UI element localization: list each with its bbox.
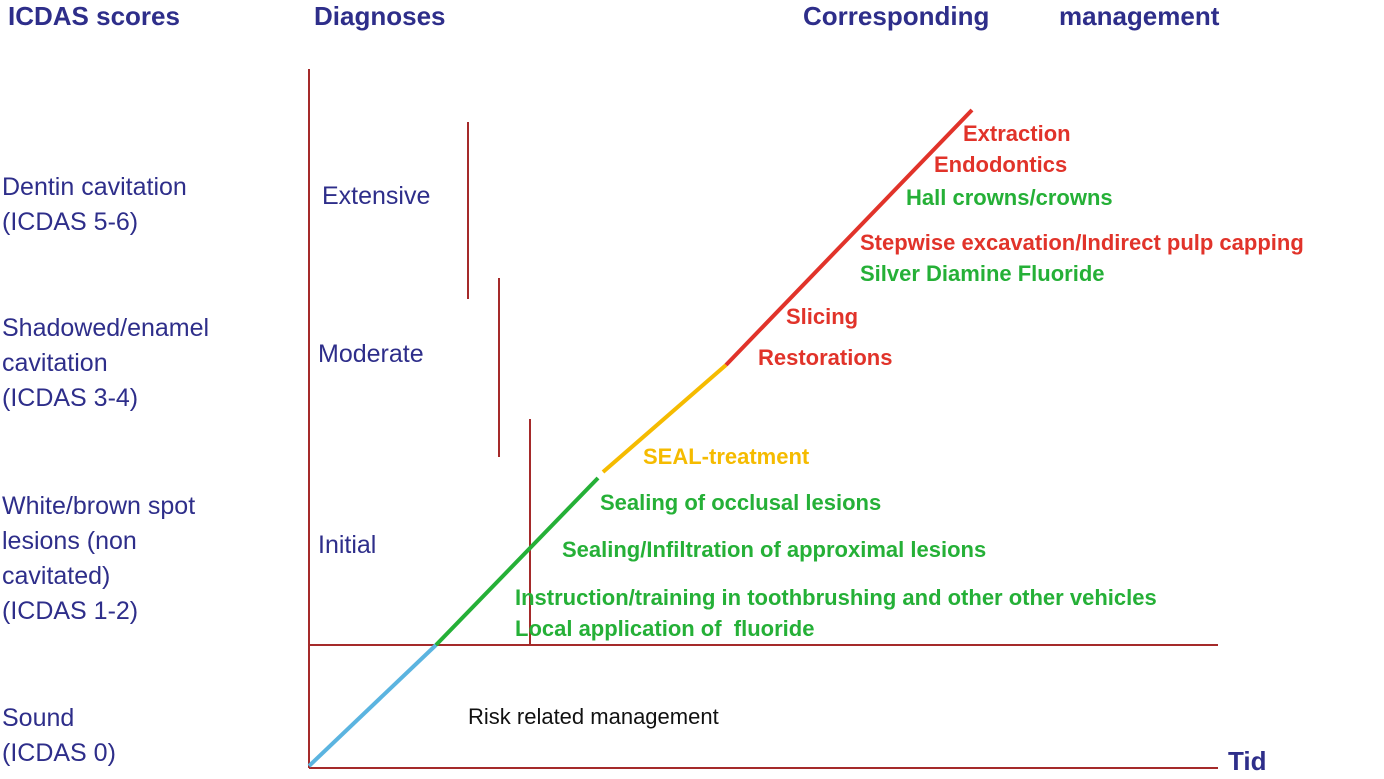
management-slicing: Slicing [786, 304, 859, 329]
score-line: (ICDAS 1-2) [2, 597, 139, 625]
risk-related-management-label: Risk related management [468, 704, 719, 729]
diagnosis-initial: Initial [318, 531, 377, 559]
diagnosis-moderate: Moderate [318, 340, 424, 368]
management-sealing-approximal: Sealing/Infiltration of approximal lesio… [562, 537, 987, 562]
header-icdas-scores: ICDAS scores [8, 1, 180, 31]
time-axis-label: Tid [1228, 746, 1267, 776]
score-line: Dentin cavitation [2, 173, 187, 201]
score-line: (ICDAS 5-6) [2, 208, 139, 236]
header-corresponding: Corresponding [803, 1, 990, 31]
management-extraction: Extraction [963, 121, 1071, 146]
management-sealing-occlusal: Sealing of occlusal lesions [600, 490, 882, 515]
score-shadowed-enamel: Shadowed/enamel cavitation (ICDAS 3-4) [2, 311, 209, 416]
management-instruction-training: Instruction/training in toothbrushing an… [515, 585, 1157, 610]
management-fluoride-application: Local application of fluoride [515, 616, 815, 641]
progression-line-initial [434, 476, 600, 647]
management-stepwise-excavation: Stepwise excavation/Indirect pulp cappin… [860, 230, 1304, 255]
score-line: Sound [2, 704, 75, 732]
score-dentin-cavitation: Dentin cavitation (ICDAS 5-6) [2, 170, 187, 240]
management-restorations: Restorations [758, 345, 893, 370]
management-silver-diamine-fluoride: Silver Diamine Fluoride [860, 261, 1105, 286]
management-seal-treatment: SEAL-treatment [643, 444, 810, 469]
score-line: lesions (non [2, 527, 137, 555]
score-line: (ICDAS 0) [2, 739, 116, 767]
score-line: cavitation [2, 349, 108, 377]
progression-line-restorative [724, 108, 974, 367]
score-line: cavitated) [2, 562, 111, 590]
score-line: Shadowed/enamel [2, 314, 210, 342]
score-sound: Sound (ICDAS 0) [2, 701, 116, 771]
management-hall-crowns: Hall crowns/crowns [906, 185, 1113, 210]
header-diagnoses: Diagnoses [314, 1, 446, 31]
progression-line-seal [601, 363, 728, 474]
score-line: (ICDAS 3-4) [2, 384, 139, 412]
progression-line-sound [307, 643, 438, 768]
score-line: White/brown spot [2, 492, 196, 520]
header-management: management [1059, 1, 1220, 31]
diagnosis-extensive: Extensive [322, 182, 431, 210]
management-endodontics: Endodontics [934, 152, 1068, 177]
score-white-brown-spot: White/brown spot lesions (non cavitated)… [2, 489, 195, 629]
